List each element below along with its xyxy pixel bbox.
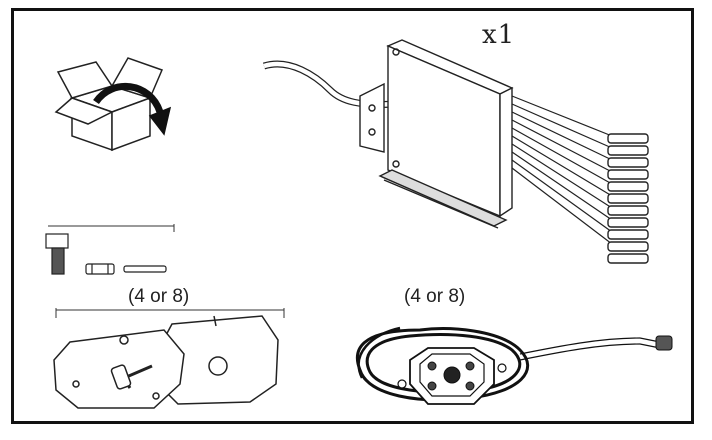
rock-light-icon bbox=[355, 326, 673, 405]
controller-box-icon bbox=[262, 39, 649, 264]
light-quantity-label: (4 or 8) bbox=[404, 286, 466, 307]
hardware-group-bracket bbox=[48, 224, 175, 232]
hardware-quantity-label: (4 or 8) bbox=[128, 286, 190, 307]
pin-icon bbox=[123, 265, 167, 273]
mount-bracket-group-bracket bbox=[55, 308, 285, 318]
fuse-icon bbox=[85, 263, 115, 275]
bolt-icon bbox=[45, 233, 69, 275]
mount-bracket-icon bbox=[53, 315, 279, 409]
diagram-frame bbox=[11, 8, 694, 424]
controller-quantity-label: x1 bbox=[482, 20, 516, 50]
open-box-icon bbox=[54, 57, 172, 152]
